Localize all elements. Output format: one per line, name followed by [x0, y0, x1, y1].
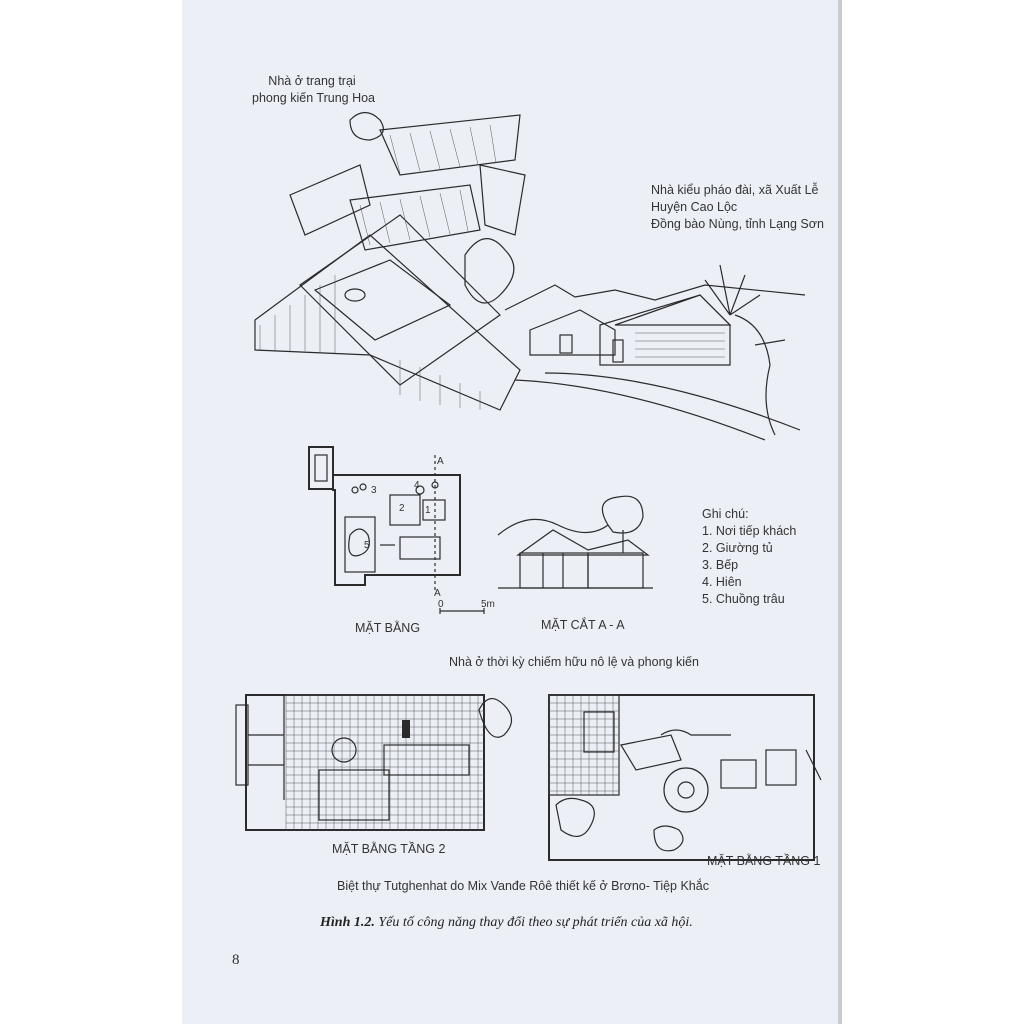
farm-house-label-line-2: phong kiến Trung Hoa	[252, 91, 376, 105]
room-number-2: 2	[399, 503, 405, 514]
farm-house-label-line-1: Nhà ở trang trại	[268, 74, 356, 88]
legend: Ghi chú: 1. Nơi tiếp khách 2. Giường tủ …	[702, 506, 796, 608]
floor-2-title: MẶT BẰNG TẦNG 2	[332, 842, 446, 856]
room-number-5: 5	[364, 540, 370, 551]
farm-house-label: Nhà ở trang trại phong kiến Trung Hoa	[252, 73, 376, 107]
page-edge	[838, 0, 842, 1024]
floor-1-title: MẶT BẰNG TẦNG 1	[707, 854, 821, 868]
room-number-1: 1	[425, 505, 431, 516]
house-floor-plan	[308, 446, 461, 590]
villa-floor-2-plan	[235, 694, 513, 831]
room-number-4: 4	[414, 480, 420, 491]
villa-floor-1-plan	[548, 694, 822, 861]
fortress-house-label: Nhà kiểu pháo đài, xã Xuất Lễ Huyện Cao …	[651, 182, 824, 233]
scale-start: 0	[438, 599, 444, 610]
legend-item: 2. Giường tủ	[702, 541, 773, 555]
room-number-3: 3	[371, 485, 377, 496]
fortress-house-sketch	[504, 264, 806, 441]
figure-text: Yếu tố công năng thay đổi theo sự phát t…	[374, 915, 693, 930]
legend-item: 5. Chuồng trâu	[702, 592, 785, 606]
figure-caption: Hình 1.2. Yếu tố công năng thay đổi theo…	[320, 915, 693, 931]
legend-item: 4. Hiên	[702, 575, 742, 589]
legend-item: 1. Nơi tiếp khách	[702, 524, 797, 538]
house-section-sketch	[497, 495, 653, 589]
figure-number: Hình 1.2.	[320, 915, 375, 930]
legend-title: Ghi chú:	[702, 507, 749, 521]
slave-era-caption: Nhà ở thời kỳ chiếm hữu nô lệ và phong k…	[449, 655, 699, 669]
fortress-label-line-1: Nhà kiểu pháo đài, xã Xuất Lễ	[651, 183, 819, 197]
scale-bar	[439, 608, 485, 614]
book-page	[182, 0, 838, 1024]
legend-item: 3. Bếp	[702, 558, 739, 572]
scale-end: 5m	[481, 599, 495, 610]
plan-title: MẶT BẰNG	[355, 621, 421, 635]
fortress-label-line-2: Huyện Cao Lộc	[651, 200, 738, 214]
fortress-label-line-3: Đồng bào Nùng, tỉnh Lạng Sơn	[651, 217, 824, 231]
section-title: MẶT CẮT A - A	[541, 618, 625, 632]
farm-house-sketch	[254, 111, 526, 411]
section-marker-bottom: A	[434, 588, 441, 599]
page-number: 8	[232, 952, 240, 968]
villa-caption: Biệt thự Tutghenhat do Mix Vanđe Rôê thi…	[337, 879, 709, 893]
section-marker-top: A	[437, 456, 444, 467]
